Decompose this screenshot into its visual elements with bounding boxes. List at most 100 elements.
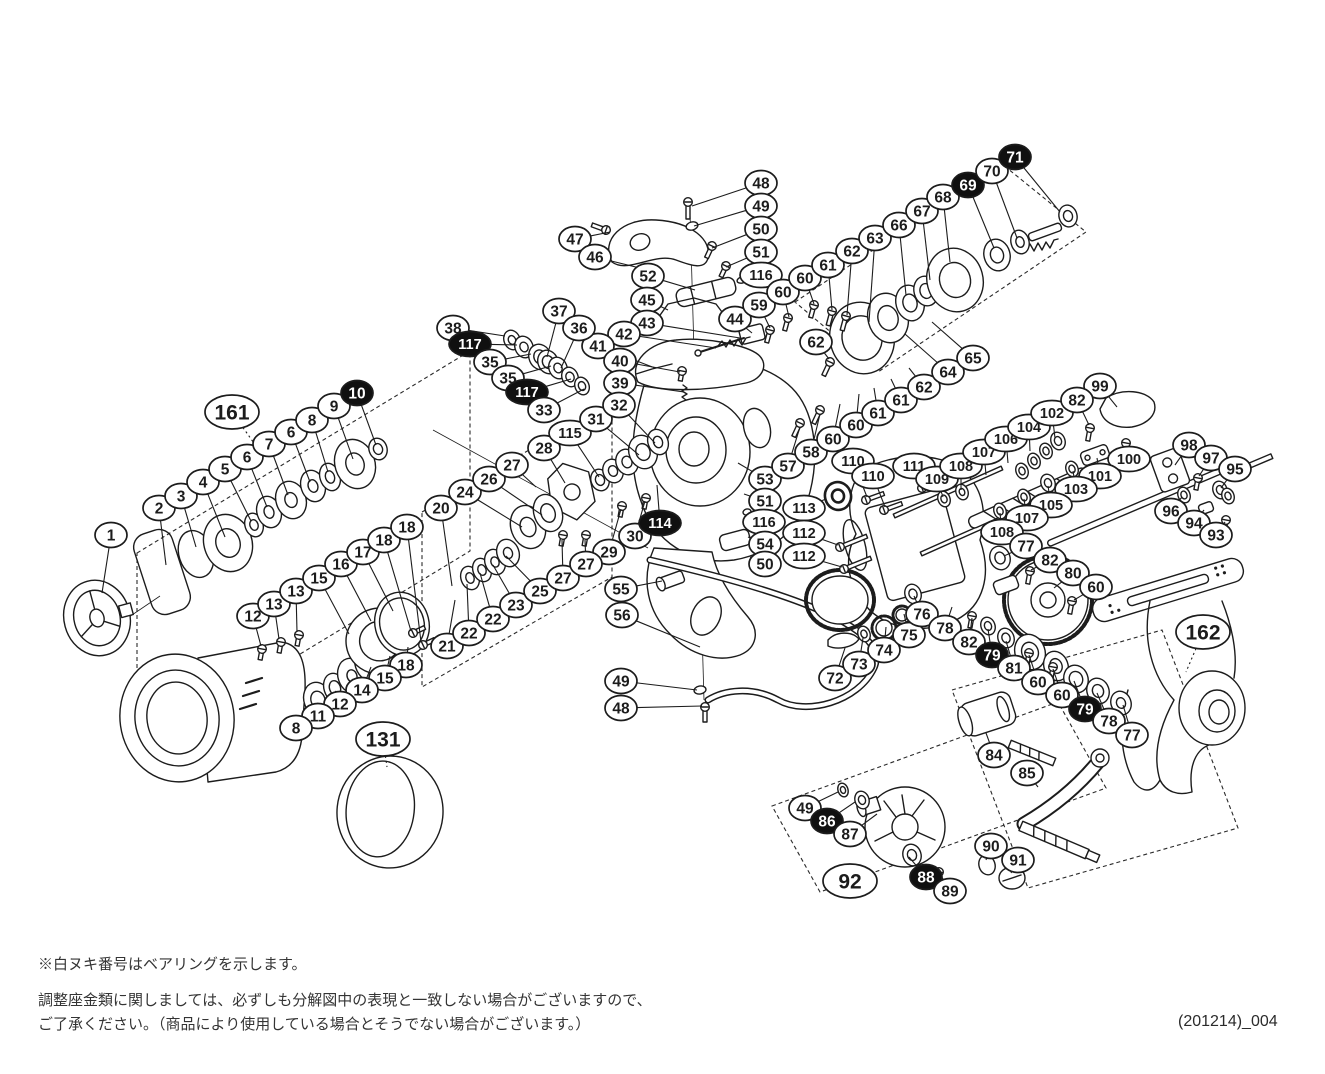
washers-and-bearings	[177, 204, 1235, 876]
svg-text:87: 87	[841, 827, 858, 844]
svg-text:80: 80	[1064, 566, 1081, 583]
box-handle	[771, 701, 1107, 893]
svg-text:46: 46	[586, 250, 604, 267]
callout-27: 27	[546, 564, 580, 592]
callout-79: 79	[1068, 695, 1102, 723]
callout-40: 40	[603, 347, 637, 375]
svg-text:85: 85	[1018, 766, 1036, 783]
svg-text:37: 37	[550, 304, 567, 321]
callout-116: 116	[742, 508, 786, 536]
callout-27: 27	[569, 550, 603, 578]
svg-text:51: 51	[752, 245, 770, 262]
spool-gasket	[132, 528, 192, 616]
callout-47: 47	[558, 225, 592, 253]
note-bearing-legend: ※白ヌキ番号はベアリングを示します。	[38, 956, 307, 973]
spool-ring	[336, 755, 444, 869]
callout-60: 60	[1045, 681, 1079, 709]
svg-text:3: 3	[177, 489, 186, 506]
callout-91: 91	[1001, 846, 1035, 874]
callout-82: 82	[1060, 386, 1094, 414]
svg-text:116: 116	[749, 268, 772, 284]
callout-23: 23	[499, 591, 533, 619]
body-frame	[1091, 557, 1246, 795]
svg-text:98: 98	[1180, 438, 1198, 455]
svg-text:15: 15	[376, 671, 394, 688]
svg-text:70: 70	[983, 164, 1000, 181]
svg-text:5: 5	[221, 462, 230, 479]
svg-text:25: 25	[531, 584, 549, 601]
svg-text:56: 56	[613, 608, 631, 625]
svg-text:161: 161	[214, 402, 249, 425]
callout-37: 37	[542, 297, 576, 325]
svg-text:6: 6	[243, 450, 252, 467]
svg-text:51: 51	[756, 494, 774, 511]
callout-24: 24	[448, 478, 482, 506]
callout-48: 48	[744, 169, 778, 197]
svg-text:117: 117	[515, 385, 538, 401]
callout-99: 99	[1083, 372, 1117, 400]
svg-text:52: 52	[639, 269, 656, 286]
svg-text:79: 79	[983, 648, 1001, 665]
svg-text:23: 23	[507, 598, 525, 615]
callout-53: 53	[748, 465, 782, 493]
callout-31: 31	[579, 405, 613, 433]
svg-text:61: 61	[892, 393, 910, 410]
svg-text:112: 112	[792, 526, 815, 542]
callout-61: 61	[811, 251, 845, 279]
svg-text:18: 18	[397, 658, 415, 675]
spool-body	[119, 641, 306, 783]
svg-text:50: 50	[752, 222, 769, 239]
callout-82: 82	[1033, 546, 1067, 574]
svg-text:49: 49	[796, 801, 814, 818]
callout-92: 92	[822, 863, 878, 899]
svg-text:57: 57	[779, 459, 796, 476]
callout-59: 59	[742, 291, 776, 319]
svg-text:43: 43	[638, 316, 656, 333]
svg-text:82: 82	[1068, 393, 1085, 410]
svg-text:14: 14	[353, 683, 371, 700]
svg-text:74: 74	[875, 643, 893, 660]
svg-text:131: 131	[365, 729, 400, 752]
callout-22: 22	[452, 619, 486, 647]
callout-94: 94	[1177, 509, 1211, 537]
svg-text:54: 54	[756, 537, 774, 554]
callout-72: 72	[818, 664, 852, 692]
reel-parts	[62, 196, 1274, 890]
svg-text:48: 48	[612, 701, 630, 718]
svg-text:100: 100	[1117, 452, 1141, 468]
svg-text:103: 103	[1064, 482, 1088, 498]
note-washer-line2: ご了承ください。（商品により使用している場合とそうでない場合がございます。）	[38, 1016, 591, 1033]
svg-text:10: 10	[348, 386, 365, 403]
callout-69: 69	[951, 171, 985, 199]
callout-41: 41	[581, 332, 615, 360]
callout-77: 77	[1115, 721, 1149, 749]
callout-44: 44	[718, 305, 752, 333]
svg-text:104: 104	[1017, 420, 1041, 436]
box-pinion	[951, 629, 1239, 889]
svg-text:42: 42	[615, 327, 632, 344]
svg-text:162: 162	[1185, 622, 1220, 645]
callout-25: 25	[523, 577, 557, 605]
svg-text:27: 27	[503, 458, 520, 475]
svg-text:17: 17	[354, 545, 371, 562]
callout-28: 28	[527, 434, 561, 462]
svg-text:60: 60	[847, 418, 864, 435]
svg-text:50: 50	[756, 557, 773, 574]
callout-70: 70	[975, 157, 1009, 185]
svg-text:112: 112	[792, 549, 815, 565]
callout-60: 60	[816, 425, 850, 453]
svg-text:82: 82	[960, 635, 977, 652]
svg-text:18: 18	[375, 533, 393, 550]
svg-text:73: 73	[850, 657, 868, 674]
callout-100: 100	[1107, 445, 1151, 473]
svg-text:91: 91	[1009, 853, 1027, 870]
callout-42: 42	[607, 320, 641, 348]
svg-text:47: 47	[566, 232, 583, 249]
callout-73: 73	[842, 650, 876, 678]
callout-52: 52	[631, 262, 665, 290]
svg-text:84: 84	[985, 748, 1003, 765]
svg-text:117: 117	[458, 337, 481, 353]
callout-115: 115	[548, 419, 592, 447]
callout-60: 60	[766, 278, 800, 306]
callout-78: 78	[928, 614, 962, 642]
